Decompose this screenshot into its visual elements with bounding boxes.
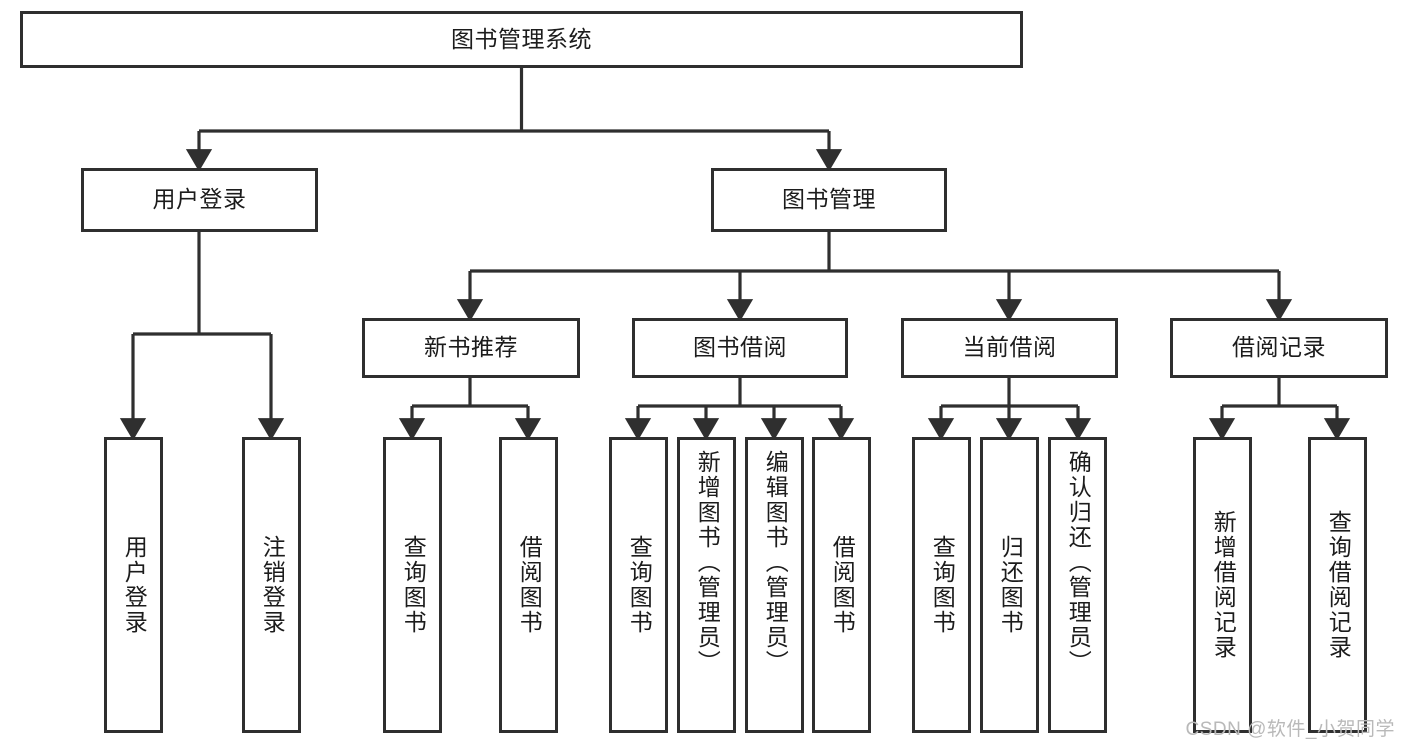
node-book-borrow[interactable]: 图书借阅: [632, 318, 848, 378]
node-leaf-user-login-signout[interactable]: 注销登录: [242, 437, 301, 733]
node-leaf-bookborrow-query-book-label: 查询图书: [626, 535, 653, 635]
node-leaf-newbook-query-book[interactable]: 查询图书: [383, 437, 442, 733]
node-user-login-label: 用户登录: [152, 186, 247, 213]
node-leaf-borrowrecord-query-record-label: 查询借阅记录: [1325, 510, 1352, 660]
node-leaf-bookborrow-borrow-book-label: 借阅图书: [829, 535, 856, 635]
node-leaf-bookborrow-add-book[interactable]: 新增图书（管理员）: [677, 437, 736, 733]
node-leaf-borrowrecord-add-record[interactable]: 新增借阅记录: [1193, 437, 1252, 733]
node-root-book-management-system[interactable]: 图书管理系统: [20, 11, 1023, 68]
node-leaf-currentborrow-confirm-return-label: 确认归还（管理员）: [1065, 450, 1092, 675]
node-leaf-currentborrow-confirm-return[interactable]: 确认归还（管理员）: [1048, 437, 1107, 733]
node-leaf-bookborrow-edit-book-label: 编辑图书（管理员）: [762, 450, 789, 675]
node-leaf-borrowrecord-query-record[interactable]: 查询借阅记录: [1308, 437, 1367, 733]
node-current-borrow[interactable]: 当前借阅: [901, 318, 1118, 378]
node-leaf-currentborrow-return-book-label: 归还图书: [997, 535, 1024, 635]
node-new-book-recommend[interactable]: 新书推荐: [362, 318, 580, 378]
node-user-login[interactable]: 用户登录: [81, 168, 318, 232]
node-leaf-bookborrow-add-book-label: 新增图书（管理员）: [694, 450, 721, 675]
node-leaf-currentborrow-query-book-label: 查询图书: [929, 535, 956, 635]
node-leaf-newbook-borrow-book-label: 借阅图书: [516, 535, 543, 635]
node-leaf-user-login-signin[interactable]: 用户登录: [104, 437, 163, 733]
node-book-management[interactable]: 图书管理: [711, 168, 947, 232]
node-new-book-recommend-label: 新书推荐: [424, 334, 518, 361]
node-leaf-user-login-signout-label: 注销登录: [259, 535, 286, 635]
node-leaf-bookborrow-edit-book[interactable]: 编辑图书（管理员）: [745, 437, 804, 733]
node-root-label: 图书管理系统: [451, 25, 592, 52]
node-book-management-label: 图书管理: [782, 186, 876, 213]
csdn-watermark: CSDN @软件_小贺同学: [1185, 719, 1395, 740]
node-leaf-currentborrow-query-book[interactable]: 查询图书: [912, 437, 971, 733]
node-book-borrow-label: 图书借阅: [693, 334, 787, 361]
node-leaf-newbook-query-book-label: 查询图书: [400, 535, 427, 635]
node-borrow-record-label: 借阅记录: [1232, 334, 1326, 361]
node-leaf-bookborrow-query-book[interactable]: 查询图书: [609, 437, 668, 733]
node-current-borrow-label: 当前借阅: [962, 334, 1057, 361]
node-leaf-newbook-borrow-book[interactable]: 借阅图书: [499, 437, 558, 733]
node-borrow-record[interactable]: 借阅记录: [1170, 318, 1388, 378]
node-leaf-bookborrow-borrow-book[interactable]: 借阅图书: [812, 437, 871, 733]
node-leaf-currentborrow-return-book[interactable]: 归还图书: [980, 437, 1039, 733]
node-leaf-user-login-signin-label: 用户登录: [121, 535, 148, 635]
node-leaf-borrowrecord-add-record-label: 新增借阅记录: [1210, 510, 1237, 660]
